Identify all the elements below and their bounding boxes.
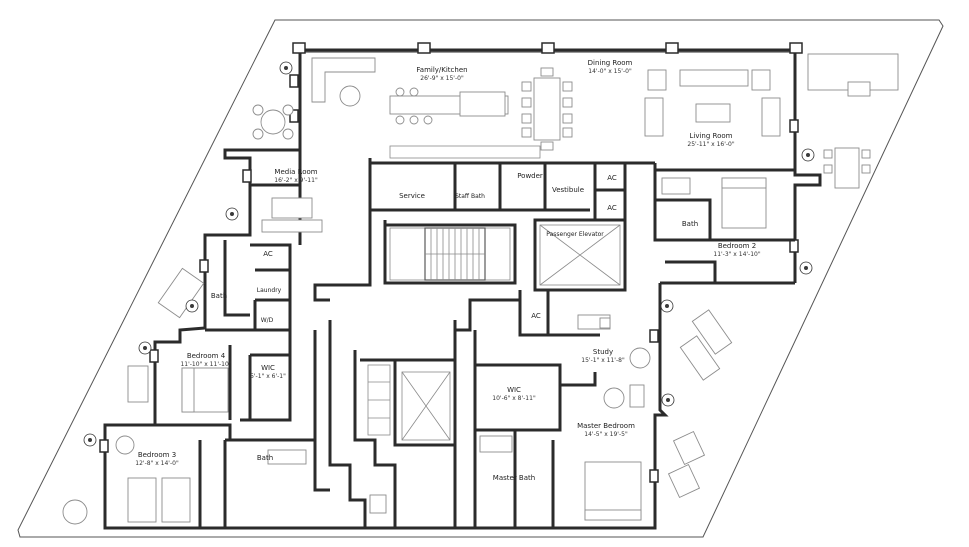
bath-bed3-label: Bath: [257, 454, 273, 462]
master-bedroom-dims: 14'-5" x 19'-5": [584, 431, 628, 438]
study-label: Study: [593, 348, 613, 356]
study-dims: 15'-1" x 11'-8": [581, 357, 625, 364]
room-labels: Family/Kitchen 26'-9" x 15'-0" Dining Ro…: [135, 59, 761, 482]
bath-bed2-label: Bath: [682, 220, 698, 228]
media-room-dims: 16'-2" x 9'-11": [274, 177, 318, 184]
terrace-outline: [17, 19, 944, 538]
bedroom-2-label: Bedroom 2: [718, 242, 756, 250]
ac-label-1: AC: [607, 174, 617, 182]
bath-left-label: Bath: [211, 292, 227, 300]
wic-small-label: WIC: [261, 364, 275, 372]
bedroom-3-label: Bedroom 3: [138, 451, 176, 459]
wic-master-dims: 10'-6" x 8'-11": [492, 395, 536, 402]
living-room-label: Living Room: [690, 132, 733, 140]
ac-label-3: AC: [263, 250, 273, 258]
service-label: Service: [399, 192, 425, 200]
window-piers: [99, 42, 803, 483]
ac-label-2: AC: [607, 204, 617, 212]
bedroom-4-label: Bedroom 4: [187, 352, 226, 360]
ac-label-4: AC: [531, 312, 541, 320]
family-kitchen-dims: 26'-9" x 15'-0": [420, 75, 464, 82]
laundry-label: Laundry: [257, 287, 282, 294]
vestibule-label: Vestibule: [552, 186, 584, 194]
wic-small-dims: 5'-1" x 6'-1": [250, 373, 286, 380]
detail-lines: [367, 145, 621, 441]
wd-label: W/D: [261, 317, 274, 324]
bedroom-3-dims: 12'-8" x 14'-0": [135, 460, 179, 467]
dining-room-label: Dining Room: [588, 59, 633, 67]
planters: [83, 61, 815, 447]
master-bedroom-label: Master Bedroom: [577, 422, 635, 430]
powder-label: Powder: [517, 172, 543, 180]
dining-room-dims: 14'-0" x 15'-0": [588, 68, 632, 75]
staff-bath-label: Staff Bath: [455, 193, 485, 200]
master-bath-label: Master Bath: [493, 474, 535, 482]
bedroom-2-dims: 11'-3" x 14'-10": [713, 251, 760, 258]
passenger-elevator-label: Passenger Elevator: [546, 231, 604, 238]
living-room-dims: 25'-11" x 16'-0": [687, 141, 734, 148]
bedroom-4-dims: 11'-10" x 11'-10": [180, 361, 231, 368]
wic-master-label: WIC: [507, 386, 521, 394]
interior-walls: [155, 150, 795, 528]
furniture: [62, 53, 899, 525]
media-room-label: Media Room: [274, 168, 317, 176]
stair: [424, 227, 486, 281]
family-kitchen-label: Family/Kitchen: [416, 66, 467, 74]
